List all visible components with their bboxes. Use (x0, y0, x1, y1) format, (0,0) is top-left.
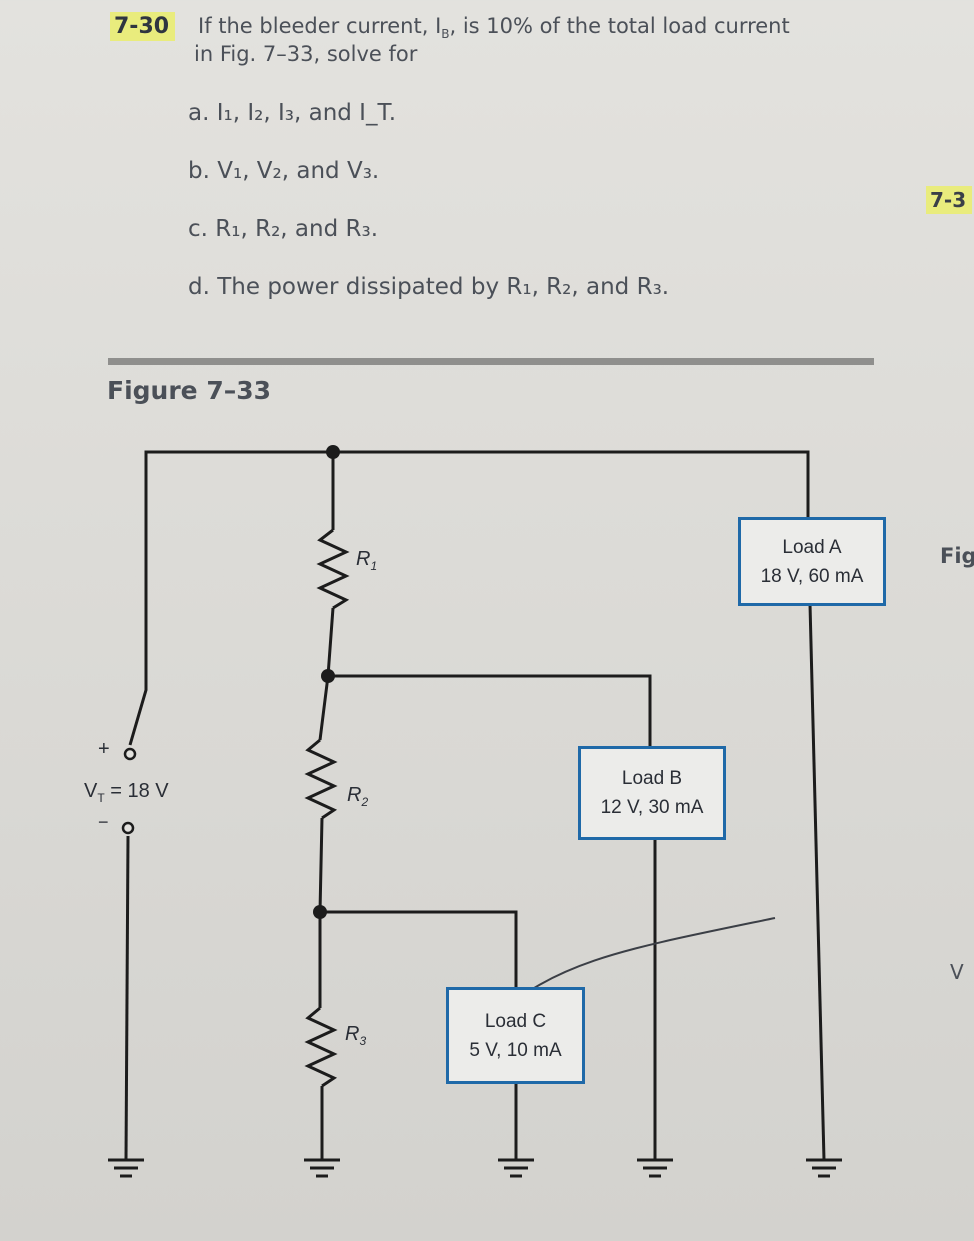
source-plus-terminal (123, 747, 137, 761)
load-a-box: Load A 18 V, 60 mA (738, 517, 886, 606)
problem-statement-line1: If the bleeder current, IB, is 10% of th… (198, 14, 790, 42)
source-minus-label: − (98, 812, 109, 832)
part-c: c. R₁, R₂, and R₃. (188, 216, 379, 242)
r2-label: R2 (347, 784, 369, 809)
figure-rule (108, 358, 874, 365)
junction-dot-r1-r2 (321, 669, 335, 683)
ground-icon (108, 1158, 144, 1178)
source-plus-label: + (98, 738, 110, 760)
r3-zigzag (304, 1006, 338, 1088)
problem-number: 7-30 (110, 12, 176, 41)
side-voltage-label: V (950, 960, 964, 984)
ground-icon (806, 1158, 842, 1178)
figure-title: Figure 7–33 (107, 376, 272, 405)
r1-zigzag (316, 528, 350, 610)
load-b-tap-wire (328, 674, 652, 748)
junction-dot-top (326, 445, 340, 459)
r2-zigzag (304, 738, 338, 820)
load-a-return-wire (808, 603, 826, 1161)
source-positive-wire (128, 535, 148, 746)
junction-dot-r2-r3 (313, 905, 327, 919)
load-c-box: Load C 5 V, 10 mA (446, 987, 585, 1084)
load-c-rating: 5 V, 10 mA (469, 1039, 562, 1061)
load-a-name: Load A (782, 536, 842, 558)
source-voltage-label: VT = 18 V (84, 780, 169, 805)
load-b-name: Load B (621, 768, 683, 789)
problem-statement-line2: in Fig. 7–33, solve for (194, 42, 418, 66)
side-figure-label: Fig (940, 544, 974, 568)
load-b-rating: 12 V, 30 mA (600, 797, 704, 818)
top-rail-wire (144, 450, 810, 535)
ground-icon (304, 1158, 340, 1178)
source-negative-wire (124, 835, 130, 1161)
r3-label: R3 (345, 1023, 367, 1048)
side-problem-label: 7-3 (926, 186, 973, 214)
part-b: b. V₁, V₂, and V₃. (188, 158, 380, 184)
r1-label: R1 (356, 548, 378, 573)
ground-icon (637, 1158, 673, 1178)
load-b-box: Load B 12 V, 30 mA (578, 746, 726, 840)
load-a-rating: 18 V, 60 mA (760, 565, 864, 587)
part-a: a. I₁, I₂, I₃, and I_T. (188, 100, 397, 126)
load-c-name: Load C (484, 1010, 547, 1032)
ground-icon (498, 1158, 534, 1178)
part-d: d. The power dissipated by R₁, R₂, and R… (188, 274, 670, 300)
source-minus-terminal (121, 821, 135, 835)
ground-symbols (108, 1158, 842, 1178)
load-c-tap-wire (320, 910, 518, 989)
